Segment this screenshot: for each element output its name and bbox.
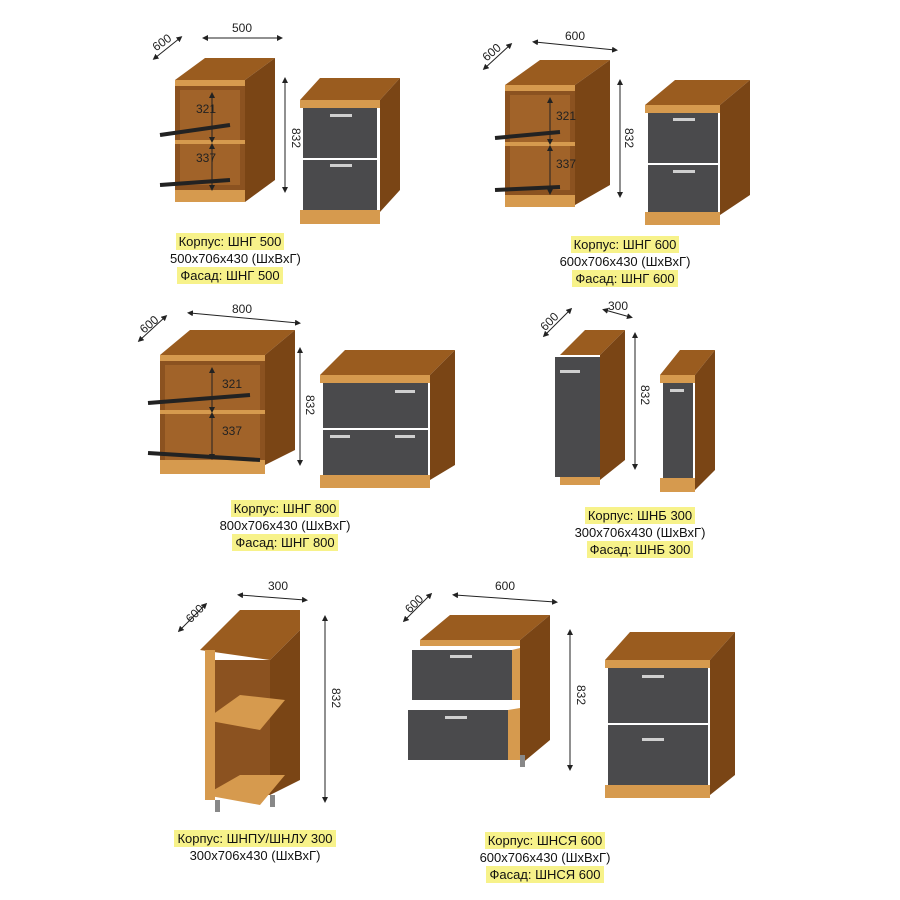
cabinet-shng-600-drawing bbox=[482, 39, 750, 225]
caption-shnb-300: Корпус: ШНБ 300 300х706х430 (ШхВхГ) Фаса… bbox=[545, 507, 735, 558]
dim-height: 832 bbox=[638, 385, 652, 405]
dim-width: 800 bbox=[232, 302, 252, 316]
caption-size: 800х706х430 (ШхВхГ) bbox=[219, 518, 351, 533]
cabinet-shnsya-600-drawing bbox=[402, 592, 735, 798]
cabinet-shnpu-300: 300 600 832 Корпус: ШНПУ/ШНЛУ 300 300х70… bbox=[0, 570, 400, 900]
caption-korpus: Корпус: ШНГ 600 bbox=[570, 236, 680, 253]
dim-width: 600 bbox=[495, 579, 515, 593]
dim-width: 300 bbox=[268, 579, 288, 593]
dim-shelf-bottom: 337 bbox=[556, 157, 576, 171]
caption-fasad: Фасад: ШНГ 800 bbox=[232, 534, 338, 551]
dim-height: 832 bbox=[329, 688, 343, 708]
cabinet-shng-500-drawing bbox=[152, 35, 400, 224]
caption-korpus: Корпус: ШНСЯ 600 bbox=[484, 832, 606, 849]
dim-height: 832 bbox=[622, 128, 636, 148]
cabinet-shng-600: 600 600 832 321 337 Корпус: ШНГ 600 600х… bbox=[450, 0, 900, 300]
caption-shng-800: Корпус: ШНГ 800 800х706х430 (ШхВхГ) Фаса… bbox=[195, 500, 375, 551]
dim-height: 832 bbox=[303, 395, 317, 415]
caption-size: 300х706х430 (ШхВхГ) bbox=[189, 848, 321, 863]
caption-size: 500х706х430 (ШхВхГ) bbox=[170, 251, 301, 266]
dim-depth: 600 bbox=[183, 601, 207, 625]
dim-width: 300 bbox=[608, 299, 628, 313]
caption-korpus: Корпус: ШНПУ/ШНЛУ 300 bbox=[174, 830, 336, 847]
cabinet-shnpu-300-drawing bbox=[177, 592, 328, 812]
cabinet-shng-600-labels: 600 600 832 321 337 bbox=[479, 29, 636, 171]
cabinet-shnpu-300-labels: 300 600 832 bbox=[183, 579, 343, 708]
caption-shnsya-600: Корпус: ШНСЯ 600 600х706х430 (ШхВхГ) Фас… bbox=[455, 832, 635, 883]
caption-fasad: Фасад: ШНБ 300 bbox=[586, 541, 694, 558]
cabinet-shnsya-600: 600 600 832 Корпус: ШНСЯ 600 600х706х430… bbox=[390, 570, 900, 900]
caption-fasad: Фасад: ШНСЯ 600 bbox=[486, 866, 604, 883]
caption-size: 600х706х430 (ШхВхГ) bbox=[559, 254, 691, 269]
cabinet-shnb-300-drawing bbox=[542, 307, 715, 492]
caption-fasad: Фасад: ШНГ 600 bbox=[572, 270, 678, 287]
caption-fasad: Фасад: ШНГ 500 bbox=[177, 267, 283, 284]
dim-height: 832 bbox=[574, 685, 588, 705]
cabinet-shnb-300: 300 600 832 Корпус: ШНБ 300 300х706х430 … bbox=[500, 295, 900, 585]
cabinet-shnb-300-labels: 300 600 832 bbox=[537, 299, 652, 405]
dim-shelf-top: 321 bbox=[196, 102, 216, 116]
cabinet-shng-800: 800 600 832 321 337 Корпус: ШНГ 800 800х… bbox=[0, 295, 470, 585]
cabinet-shng-800-drawing bbox=[137, 310, 455, 488]
dim-shelf-bottom: 337 bbox=[222, 424, 242, 438]
dim-depth: 600 bbox=[402, 592, 426, 616]
dim-depth: 600 bbox=[137, 312, 162, 336]
cabinet-shng-800-labels: 800 600 832 321 337 bbox=[137, 302, 317, 438]
caption-korpus: Корпус: ШНГ 800 bbox=[230, 500, 340, 517]
caption-size: 600х706х430 (ШхВхГ) bbox=[479, 850, 611, 865]
dim-depth: 600 bbox=[150, 31, 175, 54]
caption-shng-600: Корпус: ШНГ 600 600х706х430 (ШхВхГ) Фаса… bbox=[535, 236, 715, 287]
dim-depth: 600 bbox=[537, 309, 561, 333]
dim-shelf-top: 321 bbox=[556, 109, 576, 123]
caption-shnpu-300: Корпус: ШНПУ/ШНЛУ 300 300х706х430 (ШхВхГ… bbox=[150, 830, 360, 864]
dim-height: 832 bbox=[289, 128, 303, 148]
caption-korpus: Корпус: ШНБ 300 bbox=[584, 507, 696, 524]
cabinet-shng-500-labels: 500 600 832 321 337 bbox=[150, 21, 303, 165]
caption-korpus: Корпус: ШНГ 500 bbox=[175, 233, 285, 250]
dim-width: 500 bbox=[232, 21, 252, 35]
cabinet-shnsya-600-labels: 600 600 832 bbox=[402, 579, 588, 705]
dim-shelf-bottom: 337 bbox=[196, 151, 216, 165]
dim-width: 600 bbox=[565, 29, 585, 43]
dim-depth: 600 bbox=[479, 40, 504, 64]
caption-shng-500: Корпус: ШНГ 500 500х706х430 (ШхВхГ) Фаса… bbox=[170, 233, 301, 284]
caption-size: 300х706х430 (ШхВхГ) bbox=[574, 525, 706, 540]
dim-shelf-top: 321 bbox=[222, 377, 242, 391]
cabinet-shng-500: 500 600 832 321 337 Корпус: ШНГ 500 500х… bbox=[0, 0, 450, 300]
